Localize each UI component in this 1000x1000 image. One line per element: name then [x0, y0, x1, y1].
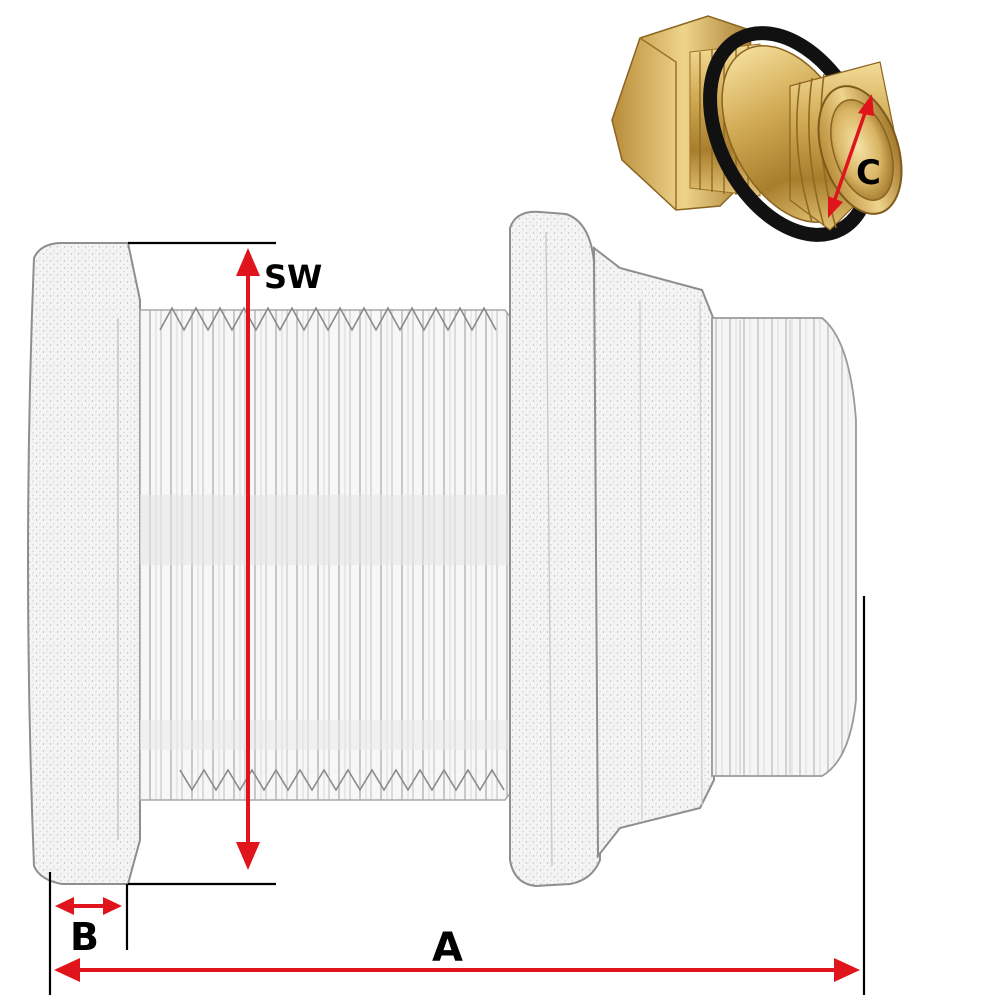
a-label: A — [432, 925, 463, 971]
b-arrow — [55, 897, 122, 915]
sw-label: SW — [264, 258, 322, 296]
fitting-sketch-icon — [27, 210, 857, 888]
b-label: B — [70, 915, 99, 959]
brass-fitting-photo-icon — [611, 15, 903, 242]
c-label: C — [856, 153, 881, 193]
sw-arrow — [236, 248, 260, 870]
dimension-arrows — [54, 248, 860, 982]
c-arrow — [828, 94, 874, 218]
extension-lines — [48, 241, 866, 995]
a-arrow — [54, 958, 860, 982]
